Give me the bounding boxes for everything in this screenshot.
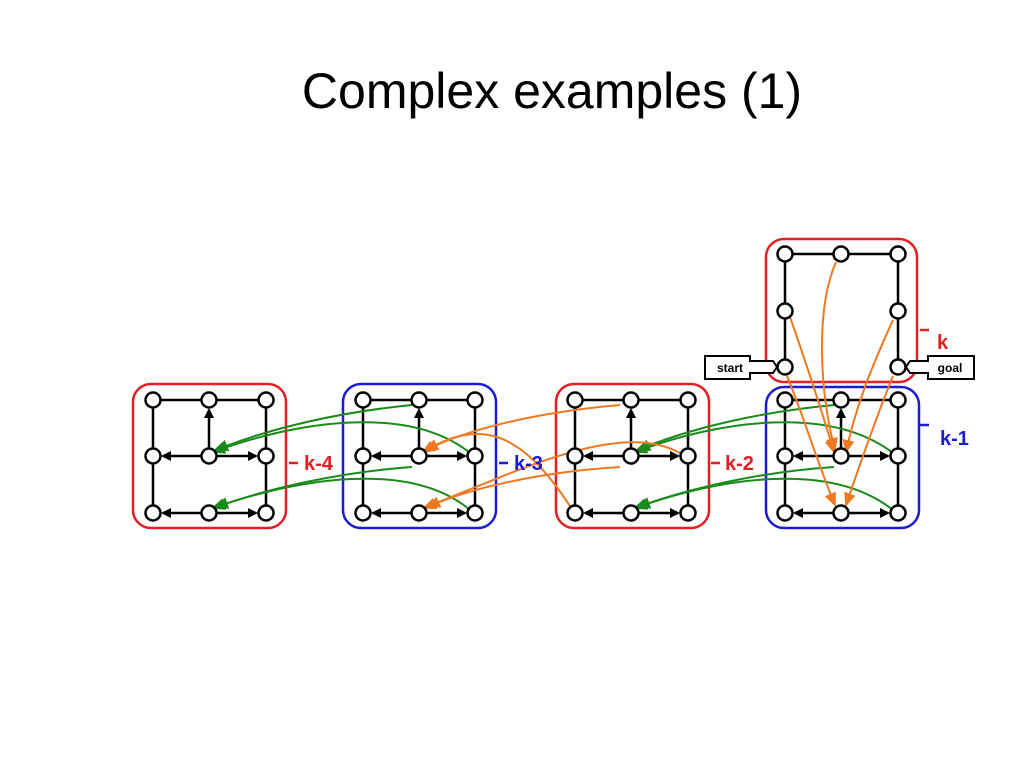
layer-box-k-3: [341, 382, 498, 530]
node: [622, 504, 640, 522]
node: [257, 447, 275, 465]
node: [679, 504, 697, 522]
node: [776, 391, 794, 409]
layer-box-k-1: [764, 385, 921, 530]
node: [466, 504, 484, 522]
node: [144, 391, 162, 409]
node: [889, 245, 907, 263]
node: [832, 447, 850, 465]
node: [144, 447, 162, 465]
node: [466, 391, 484, 409]
node: [257, 504, 275, 522]
node: [889, 504, 907, 522]
node: [776, 447, 794, 465]
node: [776, 302, 794, 320]
start-tag-label: start: [717, 361, 743, 375]
grid-nodes: [144, 245, 907, 522]
start-tag: start: [704, 355, 779, 380]
layer-label-text: k: [937, 332, 949, 354]
node: [200, 391, 218, 409]
node: [679, 391, 697, 409]
node: [679, 447, 697, 465]
goal-tag-label: goal: [938, 361, 963, 375]
layer-label-k-3: k-3: [499, 453, 543, 475]
node: [622, 447, 640, 465]
start-node: [776, 358, 794, 376]
node: [466, 447, 484, 465]
layer-label-k-2: k-2: [711, 453, 754, 475]
node: [622, 391, 640, 409]
node: [889, 302, 907, 320]
goal-node: [889, 358, 907, 376]
layer-box-k-4: [131, 382, 288, 530]
layer-label-text: k-1: [940, 428, 969, 450]
layer-label-k-1: k-1: [920, 423, 969, 450]
node: [566, 447, 584, 465]
layer-label-k: k: [920, 328, 949, 354]
node: [776, 245, 794, 263]
node: [832, 391, 850, 409]
node: [410, 391, 428, 409]
node: [257, 391, 275, 409]
layer-label-text: k-2: [725, 453, 754, 475]
node: [410, 504, 428, 522]
node: [144, 504, 162, 522]
orange-transition-arrows: [421, 261, 894, 510]
node: [410, 447, 428, 465]
layer-label-text: k-4: [304, 453, 334, 475]
node: [354, 391, 372, 409]
node: [889, 447, 907, 465]
node: [832, 245, 850, 263]
layer-label-text: k-3: [514, 453, 543, 475]
node: [200, 504, 218, 522]
layer-box-k: [764, 237, 919, 384]
node: [776, 504, 794, 522]
node: [889, 391, 907, 409]
node: [200, 447, 218, 465]
node: [354, 447, 372, 465]
slide-title: Complex examples (1): [301, 63, 803, 119]
node: [566, 504, 584, 522]
node: [354, 504, 372, 522]
green-transition-arrows: [211, 404, 894, 511]
node: [566, 391, 584, 409]
node: [832, 504, 850, 522]
goal-tag: goal: [904, 355, 975, 380]
layer-label-k-4: k-4: [289, 453, 334, 475]
